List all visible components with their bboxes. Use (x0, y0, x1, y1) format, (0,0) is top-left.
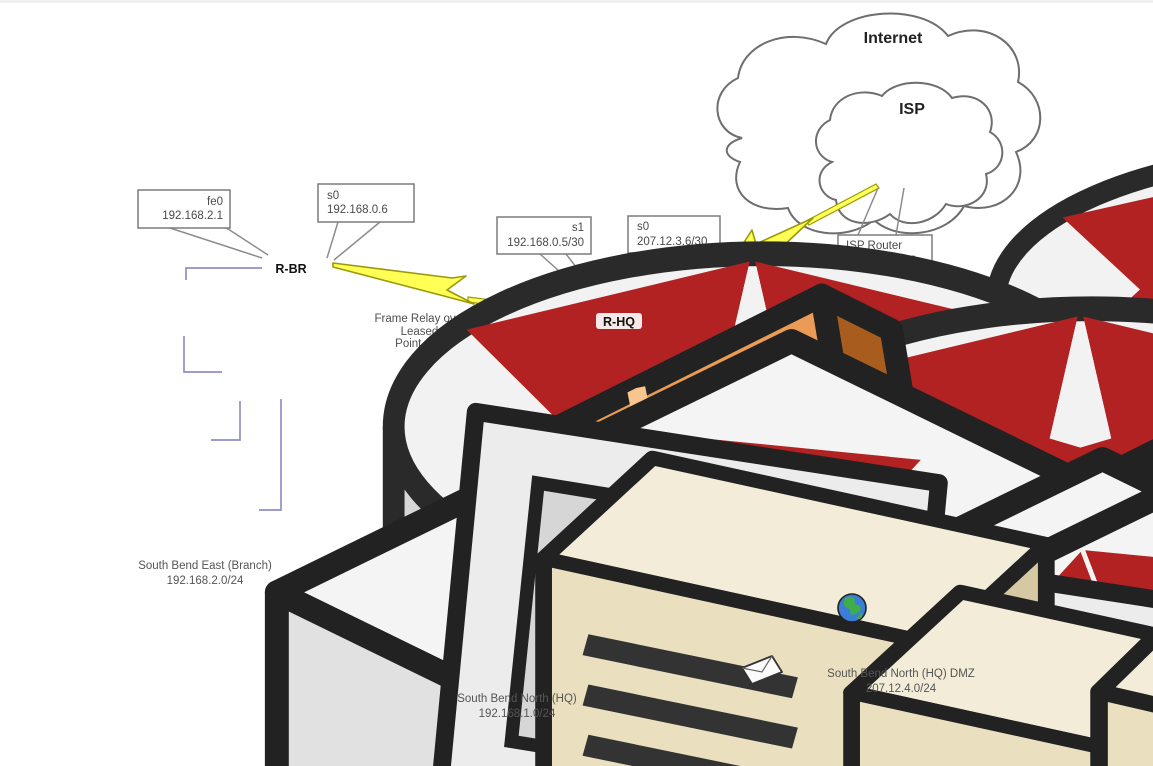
rbr-s0-ip: 192.168.0.6 (327, 204, 388, 216)
isp-label: ISP (899, 101, 925, 118)
dmz-net-subnet: 207.12.4.0/24 (866, 683, 937, 695)
branch-net-subnet: 192.168.2.0/24 (167, 575, 244, 587)
hq-net-subnet: 192.168.1.0/24 (479, 708, 556, 720)
rhq-s1-name: s1 (572, 222, 584, 234)
rhq-name: R-HQ (603, 315, 635, 329)
rbr-name: R-BR (275, 262, 306, 276)
rhq-s0-name: s0 (637, 221, 649, 233)
isp-router-name: ISP Router (846, 240, 902, 252)
branch-net-name: South Bend East (Branch) (138, 560, 272, 572)
rhq-s1-ip: 192.168.0.5/30 (507, 237, 584, 249)
link-switch-pc-branch (211, 401, 241, 441)
label-box-rbr-s0: s0 192.168.0.6 (317, 183, 415, 223)
devices: R-BR R-HQ (225, 153, 1153, 766)
envelope-icon (741, 655, 783, 685)
internet-cloud: Internet ISP (716, 12, 1042, 235)
router-rhq: R-HQ (596, 309, 1153, 766)
hq-net-name: South Bend North (HQ) (457, 693, 577, 705)
link-switch-server-branch (259, 399, 282, 511)
rbr-s0-name: s0 (327, 190, 339, 202)
internet-label: Internet (864, 30, 923, 47)
rbr-fe0-name: fe0 (207, 196, 223, 208)
network-captions: South Bend East (Branch) 192.168.2.0/24 … (138, 560, 975, 720)
label-box-rhq-s1: s1 192.168.0.5/30 (496, 216, 592, 255)
label-box-rhq-s0: s0 207.12.3.6/30 (627, 215, 721, 254)
rhq-s0-ip: 207.12.3.6/30 (637, 236, 707, 248)
globe-icon (837, 593, 867, 623)
top-edge-strip (0, 0, 1153, 3)
router-name-pill (596, 313, 642, 329)
link-rbr-firewall (185, 267, 262, 280)
dmz-net-name: South Bend North (HQ) DMZ (827, 668, 975, 680)
label-box-rbr-fe0: fe0 192.168.2.1 (137, 189, 231, 229)
cloud-shape-isp (815, 81, 1004, 224)
rbr-fe0-ip: 192.168.2.1 (162, 210, 223, 222)
router-name-pill (268, 260, 314, 276)
router-rbr: R-BR (268, 254, 1133, 766)
lightning-bolt-icon (332, 262, 475, 305)
link-firewall-switch-branch (183, 336, 222, 373)
